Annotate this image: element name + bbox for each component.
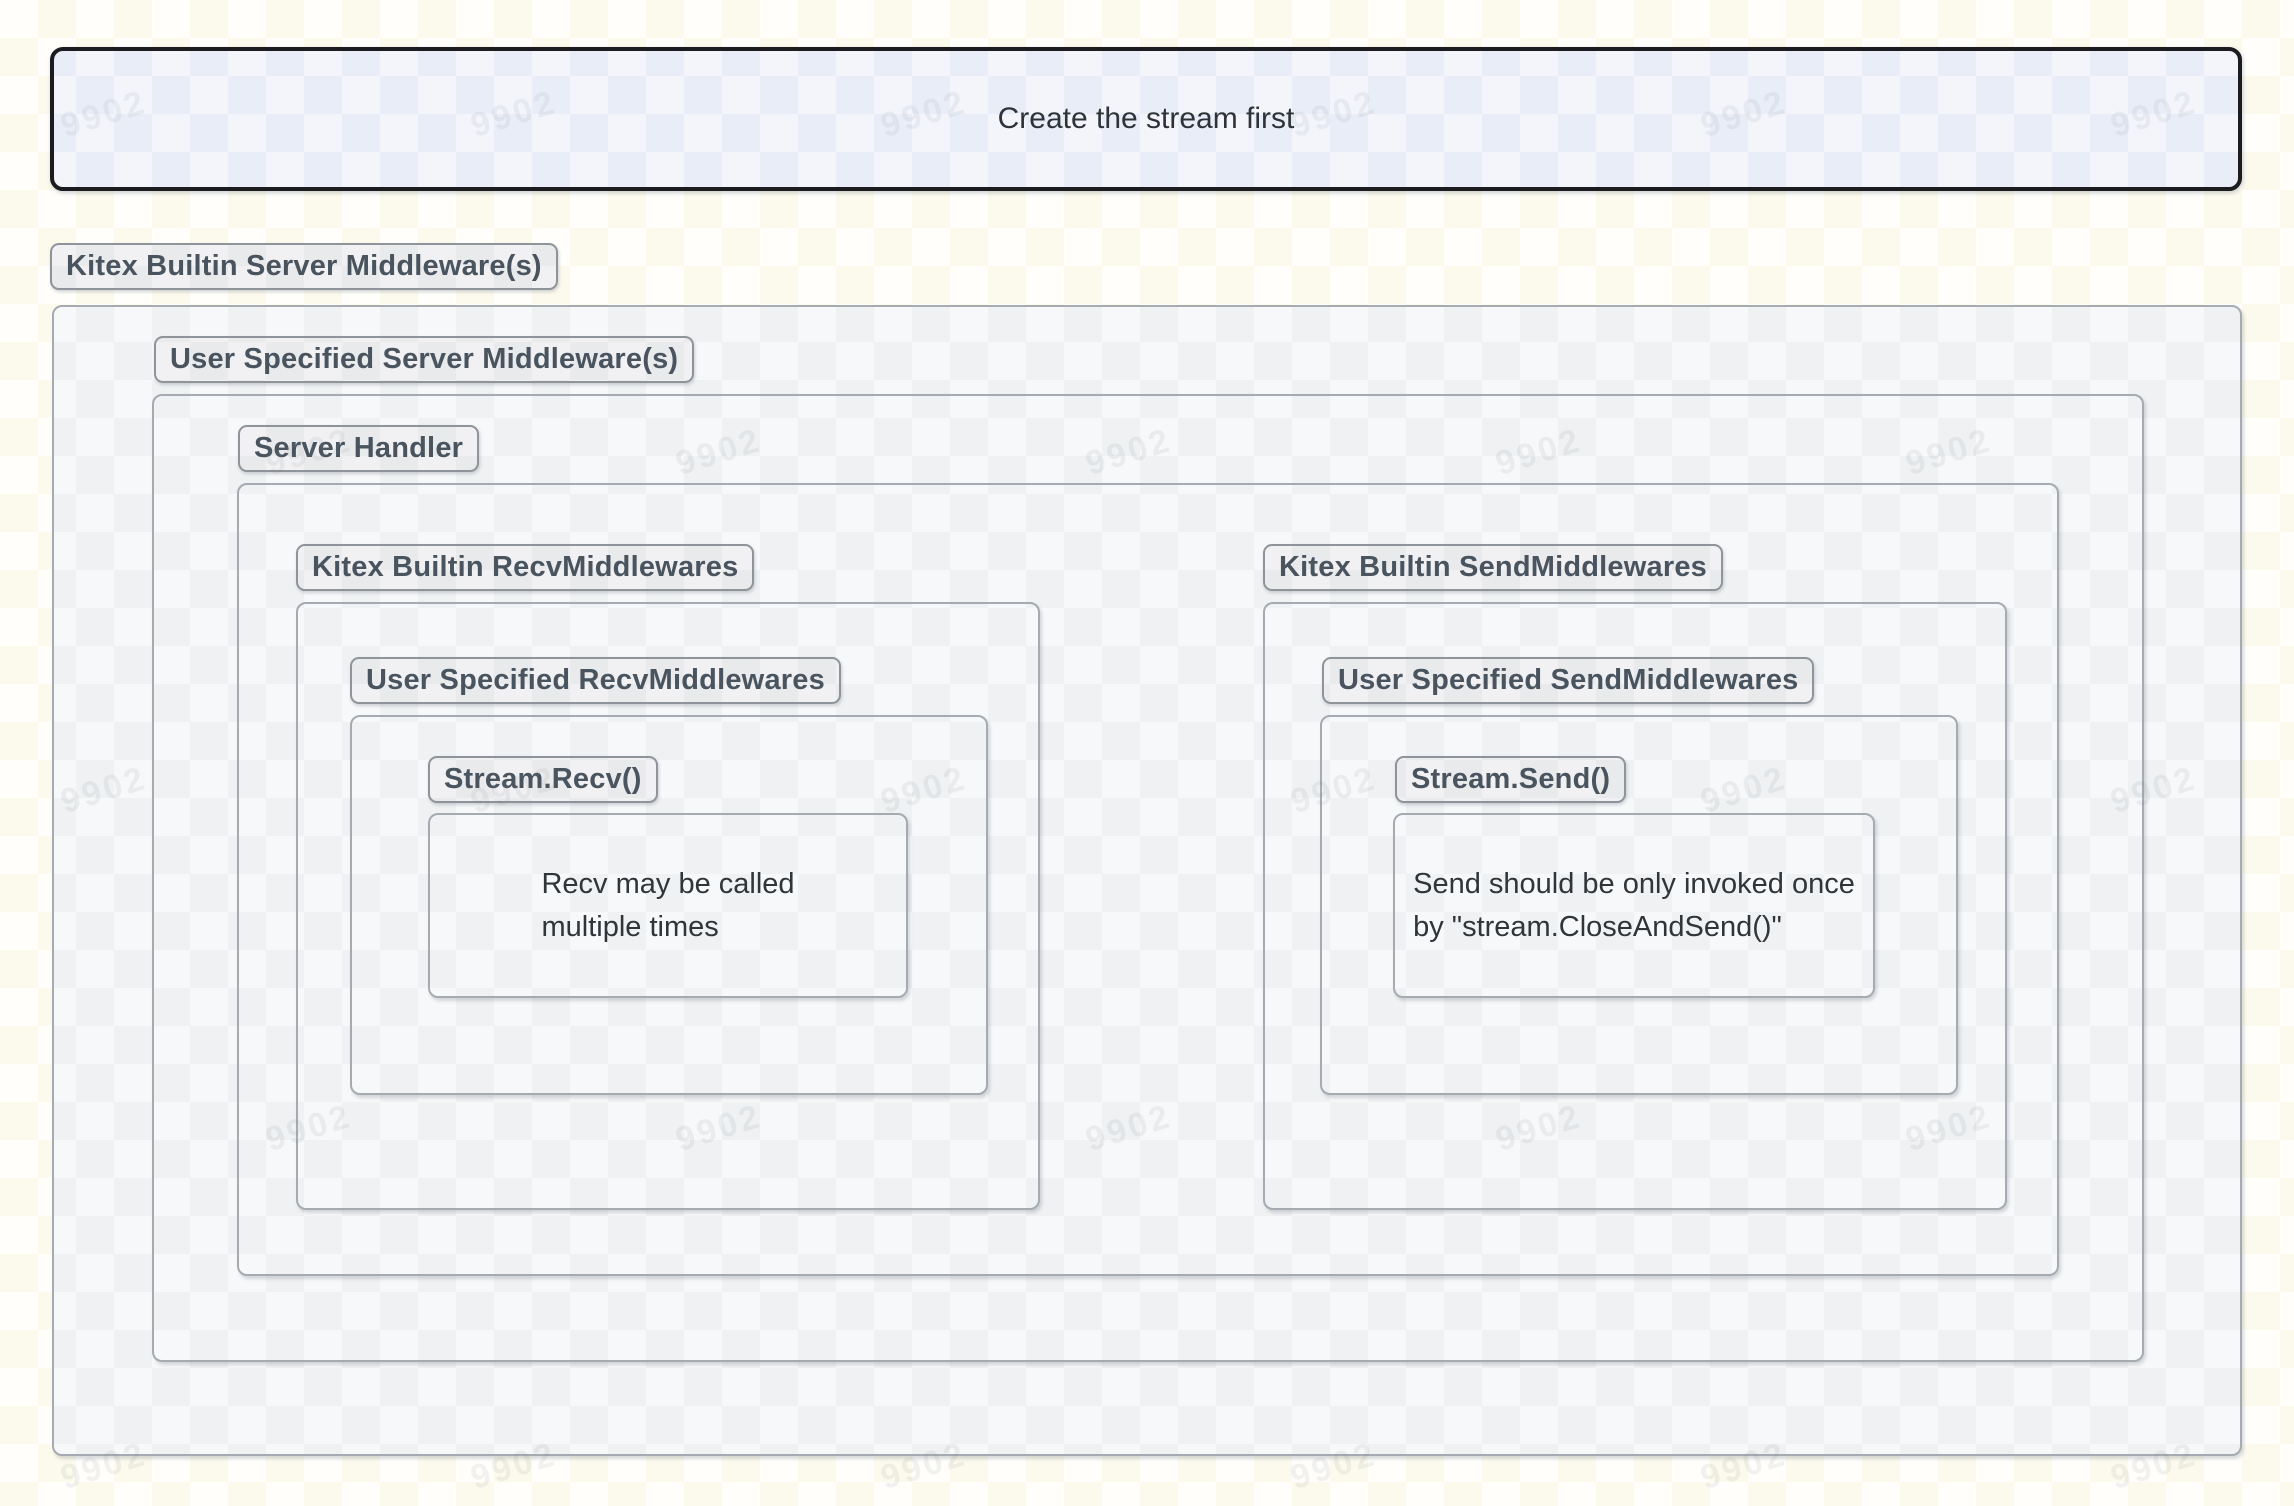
note-send-box: Send should be only invoked once by "str… — [1393, 813, 1875, 998]
note-recv-box: Recv may be called multiple times — [428, 813, 908, 998]
label-text: User Specified SendMiddlewares — [1338, 664, 1799, 696]
label-text: User Specified RecvMiddlewares — [366, 664, 825, 696]
label-text: Kitex Builtin SendMiddlewares — [1279, 551, 1707, 583]
label-stream-recv: Stream.Recv() — [428, 756, 658, 803]
label-text: Kitex Builtin Server Middleware(s) — [66, 250, 542, 282]
label-user-specified-server-middlewares: User Specified Server Middleware(s) — [154, 336, 695, 383]
note-recv-text: Recv may be called multiple times — [541, 868, 795, 943]
label-kitex-builtin-server-middlewares: Kitex Builtin Server Middleware(s) — [50, 243, 558, 290]
node-create-stream-label: Create the stream first — [997, 102, 1295, 135]
label-text: Stream.Send() — [1411, 763, 1611, 795]
label-user-specified-send-middlewares: User Specified SendMiddlewares — [1322, 657, 1815, 704]
label-text: Server Handler — [254, 432, 464, 464]
label-kitex-builtin-recv-middlewares: Kitex Builtin RecvMiddlewares — [296, 544, 755, 591]
label-text: Kitex Builtin RecvMiddlewares — [312, 551, 739, 583]
label-text: Stream.Recv() — [444, 763, 642, 795]
node-create-stream: Create the stream first — [50, 47, 2242, 191]
label-server-handler: Server Handler — [238, 425, 480, 472]
label-user-specified-recv-middlewares: User Specified RecvMiddlewares — [350, 657, 841, 704]
label-text: User Specified Server Middleware(s) — [170, 343, 679, 375]
label-kitex-builtin-send-middlewares: Kitex Builtin SendMiddlewares — [1263, 544, 1723, 591]
note-send-text: Send should be only invoked once by "str… — [1413, 868, 1855, 943]
label-stream-send: Stream.Send() — [1395, 756, 1627, 803]
